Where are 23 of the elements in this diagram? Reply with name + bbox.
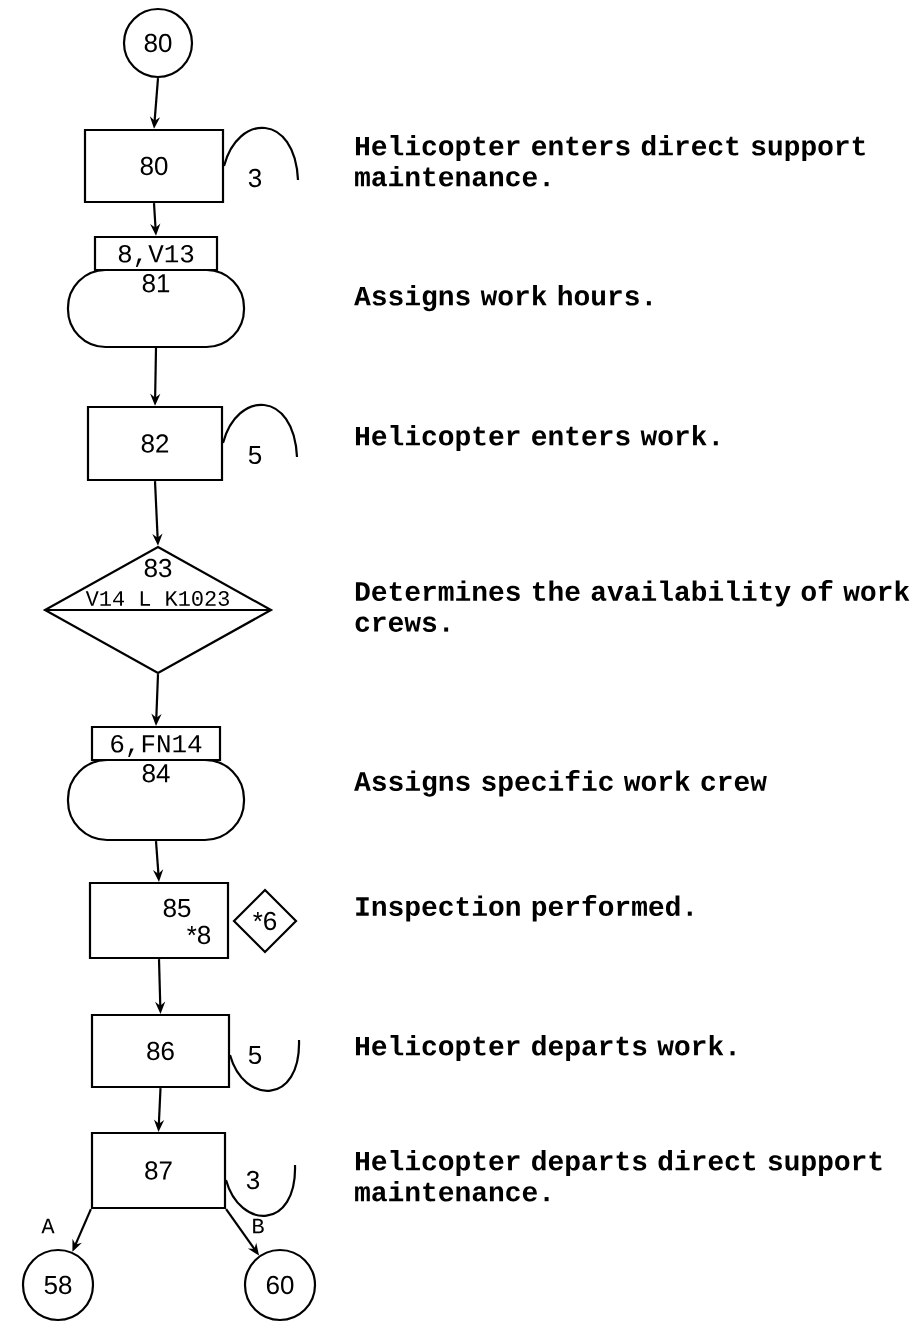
process-box: 80 [83,128,225,204]
note-text: Helicopter enters direct support maintenance. [355,135,865,187]
note-text: Helicopter departs direct support maintenance. [355,1150,882,1202]
edge-label: B [250,1217,266,1235]
duration-label: 5 [248,1045,262,1065]
note-text: Determines the availability of work crews. [355,580,910,632]
terminal-oval: 8,V13 81 [66,235,246,349]
process-box: 87 [90,1131,227,1210]
note-text: Helicopter enters work. [356,425,718,452]
note-text: Inspection performed. [356,895,692,922]
process-box: 82 [86,405,224,482]
note-text: Helicopter departs work. [356,1035,735,1062]
note-text: Assigns specific work crew [354,770,767,797]
terminal-oval: 6,FN14 84 [66,725,246,842]
process-box: 86 [90,1013,231,1089]
note-text: Assigns work hours. [354,285,651,312]
node-label: 6,FN14 [111,734,202,757]
duration-label: 5 [248,445,262,465]
edge-label: A [40,1217,56,1235]
node-label: 8,V13 [118,244,194,267]
duration-label: 3 [248,168,262,188]
duration-label: 3 [246,1170,260,1190]
process-box: 85 *8 [88,881,230,960]
